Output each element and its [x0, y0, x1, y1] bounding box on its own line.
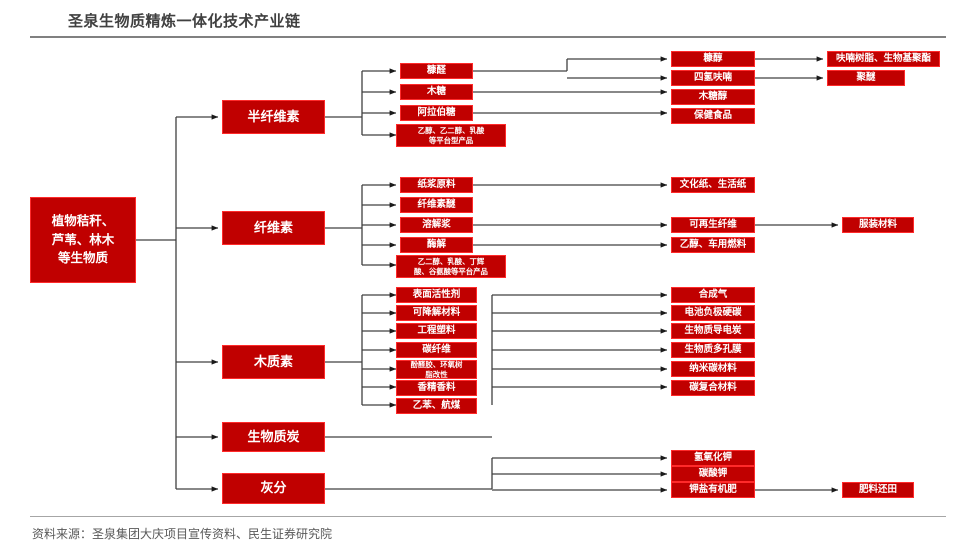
node-label: 碳复合材料 — [689, 381, 737, 393]
node-l3-degradable-material[interactable]: 可降解材料 — [396, 305, 477, 321]
node-l3-platform-products-2[interactable]: 乙二醇、乳酸、丁辉酸、谷氨酸等平台产品 — [396, 255, 506, 278]
node-label: 呋喃树脂、生物基聚酯 — [835, 52, 931, 64]
node-label: 纤维素醚 — [417, 198, 456, 210]
node-l4-thf[interactable]: 四氢呋喃 — [671, 70, 755, 86]
node-root[interactable]: 植物秸秆、芦苇、林木等生物质 — [30, 197, 136, 283]
node-l4-conductive-carbon[interactable]: 生物质导电炭 — [671, 323, 755, 339]
node-l4-syngas[interactable]: 合成气 — [671, 287, 755, 303]
node-l4-xylitol[interactable]: 木糖醇 — [671, 89, 755, 105]
node-label: 文化纸、生活纸 — [679, 178, 747, 190]
node-cat-hemicellulose[interactable]: 半纤维素 — [222, 100, 325, 134]
source-note: 资料来源：圣泉集团大庆项目宣传资料、民生证券研究院 — [32, 527, 333, 541]
node-l4-health-food[interactable]: 保健食品 — [671, 108, 755, 124]
node-l4-porous-film[interactable]: 生物质多孔膜 — [671, 342, 755, 358]
node-l3-dissolving-pulp[interactable]: 溶解浆 — [400, 217, 473, 233]
node-l5-polyether[interactable]: 聚醚 — [827, 70, 905, 86]
node-label: 生物质炭 — [247, 428, 300, 444]
node-label: 阿拉伯糖 — [417, 106, 456, 118]
node-label: 可再生纤维 — [689, 218, 737, 230]
node-label: 乙苯、航煤 — [412, 399, 461, 411]
node-label: 木糖醇 — [698, 90, 728, 102]
node-l3-cellulose-ether[interactable]: 纤维素醚 — [400, 197, 473, 213]
node-label: 灰分 — [260, 480, 287, 496]
node-label: 肥料还田 — [858, 483, 897, 495]
node-l4-ethanol-vehicle-fuel[interactable]: 乙醇、车用燃料 — [671, 237, 755, 253]
node-label: 表面活性剂 — [412, 288, 461, 300]
node-label: 氢氧化钾 — [693, 451, 732, 463]
node-l4-potassium-hydroxide[interactable]: 氢氧化钾 — [671, 450, 755, 466]
node-l4-furfuryl-alcohol[interactable]: 糠醇 — [671, 51, 755, 67]
node-l3-fragrance[interactable]: 香精香料 — [396, 380, 477, 396]
node-label: 香精香料 — [417, 381, 456, 393]
node-label: 可降解材料 — [412, 306, 461, 318]
node-l4-culture-paper[interactable]: 文化纸、生活纸 — [671, 177, 755, 193]
node-label: 聚醚 — [856, 71, 876, 83]
node-label: 糠醇 — [703, 52, 723, 64]
node-l4-regenerated-fiber[interactable]: 可再生纤维 — [671, 217, 755, 233]
node-l3-arabinose[interactable]: 阿拉伯糖 — [400, 105, 473, 121]
node-label: 纤维素 — [253, 219, 293, 235]
node-label: 乙醇、车用燃料 — [679, 238, 747, 250]
node-label: 服装材料 — [858, 218, 897, 230]
node-l4-potash-organic-fertilizer[interactable]: 钾盐有机肥 — [671, 482, 755, 498]
node-l3-ethylbenzene-jetfuel[interactable]: 乙苯、航煤 — [396, 398, 477, 414]
node-cat-biochar[interactable]: 生物质炭 — [222, 422, 325, 452]
node-l3-platform-products-1[interactable]: 乙醇、乙二醇、乳酸等平台型产品 — [396, 124, 506, 147]
footer-divider — [30, 516, 946, 517]
node-l4-carbon-composite[interactable]: 碳复合材料 — [671, 380, 755, 396]
node-l5-garment-material[interactable]: 服装材料 — [842, 217, 914, 233]
node-l3-resin-modification[interactable]: 酚醛胶、环氧树脂改性 — [396, 360, 477, 379]
node-l4-potassium-carbonate[interactable]: 碳酸钾 — [671, 466, 755, 482]
node-label: 四氢呋喃 — [693, 71, 732, 83]
node-cat-ash[interactable]: 灰分 — [222, 473, 325, 504]
node-l3-engineering-plastic[interactable]: 工程塑料 — [396, 323, 477, 339]
node-label: 半纤维素 — [247, 108, 300, 124]
node-l3-surfactant[interactable]: 表面活性剂 — [396, 287, 477, 303]
node-l3-pulp-raw[interactable]: 纸浆原料 — [400, 177, 473, 193]
node-label: 溶解浆 — [422, 218, 451, 230]
node-l3-xylose[interactable]: 木糖 — [400, 84, 473, 100]
node-label: 纸浆原料 — [417, 178, 456, 190]
node-l3-carbon-fiber[interactable]: 碳纤维 — [396, 342, 477, 358]
node-label: 酚醛胶、环氧树脂改性 — [410, 360, 463, 379]
node-label: 生物质多孔膜 — [684, 343, 742, 355]
node-label: 工程塑料 — [417, 324, 456, 336]
node-label: 乙二醇、乳酸、丁辉酸、谷氨酸等平台产品 — [414, 257, 488, 276]
node-label: 钾盐有机肥 — [689, 483, 737, 495]
node-label: 合成气 — [698, 288, 728, 300]
node-root-label: 植物秸秆、芦苇、林木等生物质 — [51, 213, 115, 266]
node-l4-battery-hard-carbon[interactable]: 电池负极硬碳 — [671, 305, 755, 321]
node-l5-furan-resin[interactable]: 呋喃树脂、生物基聚酯 — [827, 51, 940, 67]
node-cat-cellulose[interactable]: 纤维素 — [222, 211, 325, 245]
node-cat-lignin[interactable]: 木质素 — [222, 345, 325, 379]
node-label: 碳酸钾 — [698, 467, 728, 479]
header-divider — [30, 36, 946, 38]
node-l4-nano-carbon-material[interactable]: 纳米碳材料 — [671, 361, 755, 377]
node-l3-enzymolysis[interactable]: 酶解 — [400, 237, 473, 253]
node-label: 木糖 — [426, 85, 446, 97]
node-label: 酶解 — [426, 238, 446, 250]
node-label: 碳纤维 — [422, 343, 451, 355]
node-label: 糠醛 — [426, 64, 446, 76]
node-label: 电池负极硬碳 — [684, 306, 742, 318]
node-l3-furfural[interactable]: 糠醛 — [400, 63, 473, 79]
node-label: 纳米碳材料 — [689, 362, 737, 374]
node-label: 乙醇、乙二醇、乳酸等平台型产品 — [417, 126, 485, 145]
node-label: 生物质导电炭 — [684, 324, 742, 336]
node-label: 保健食品 — [693, 109, 732, 121]
page-title: 圣泉生物质精炼一体化技术产业链 — [68, 13, 301, 30]
node-l5-fertilizer-return[interactable]: 肥料还田 — [842, 482, 914, 498]
node-label: 木质素 — [253, 353, 293, 369]
